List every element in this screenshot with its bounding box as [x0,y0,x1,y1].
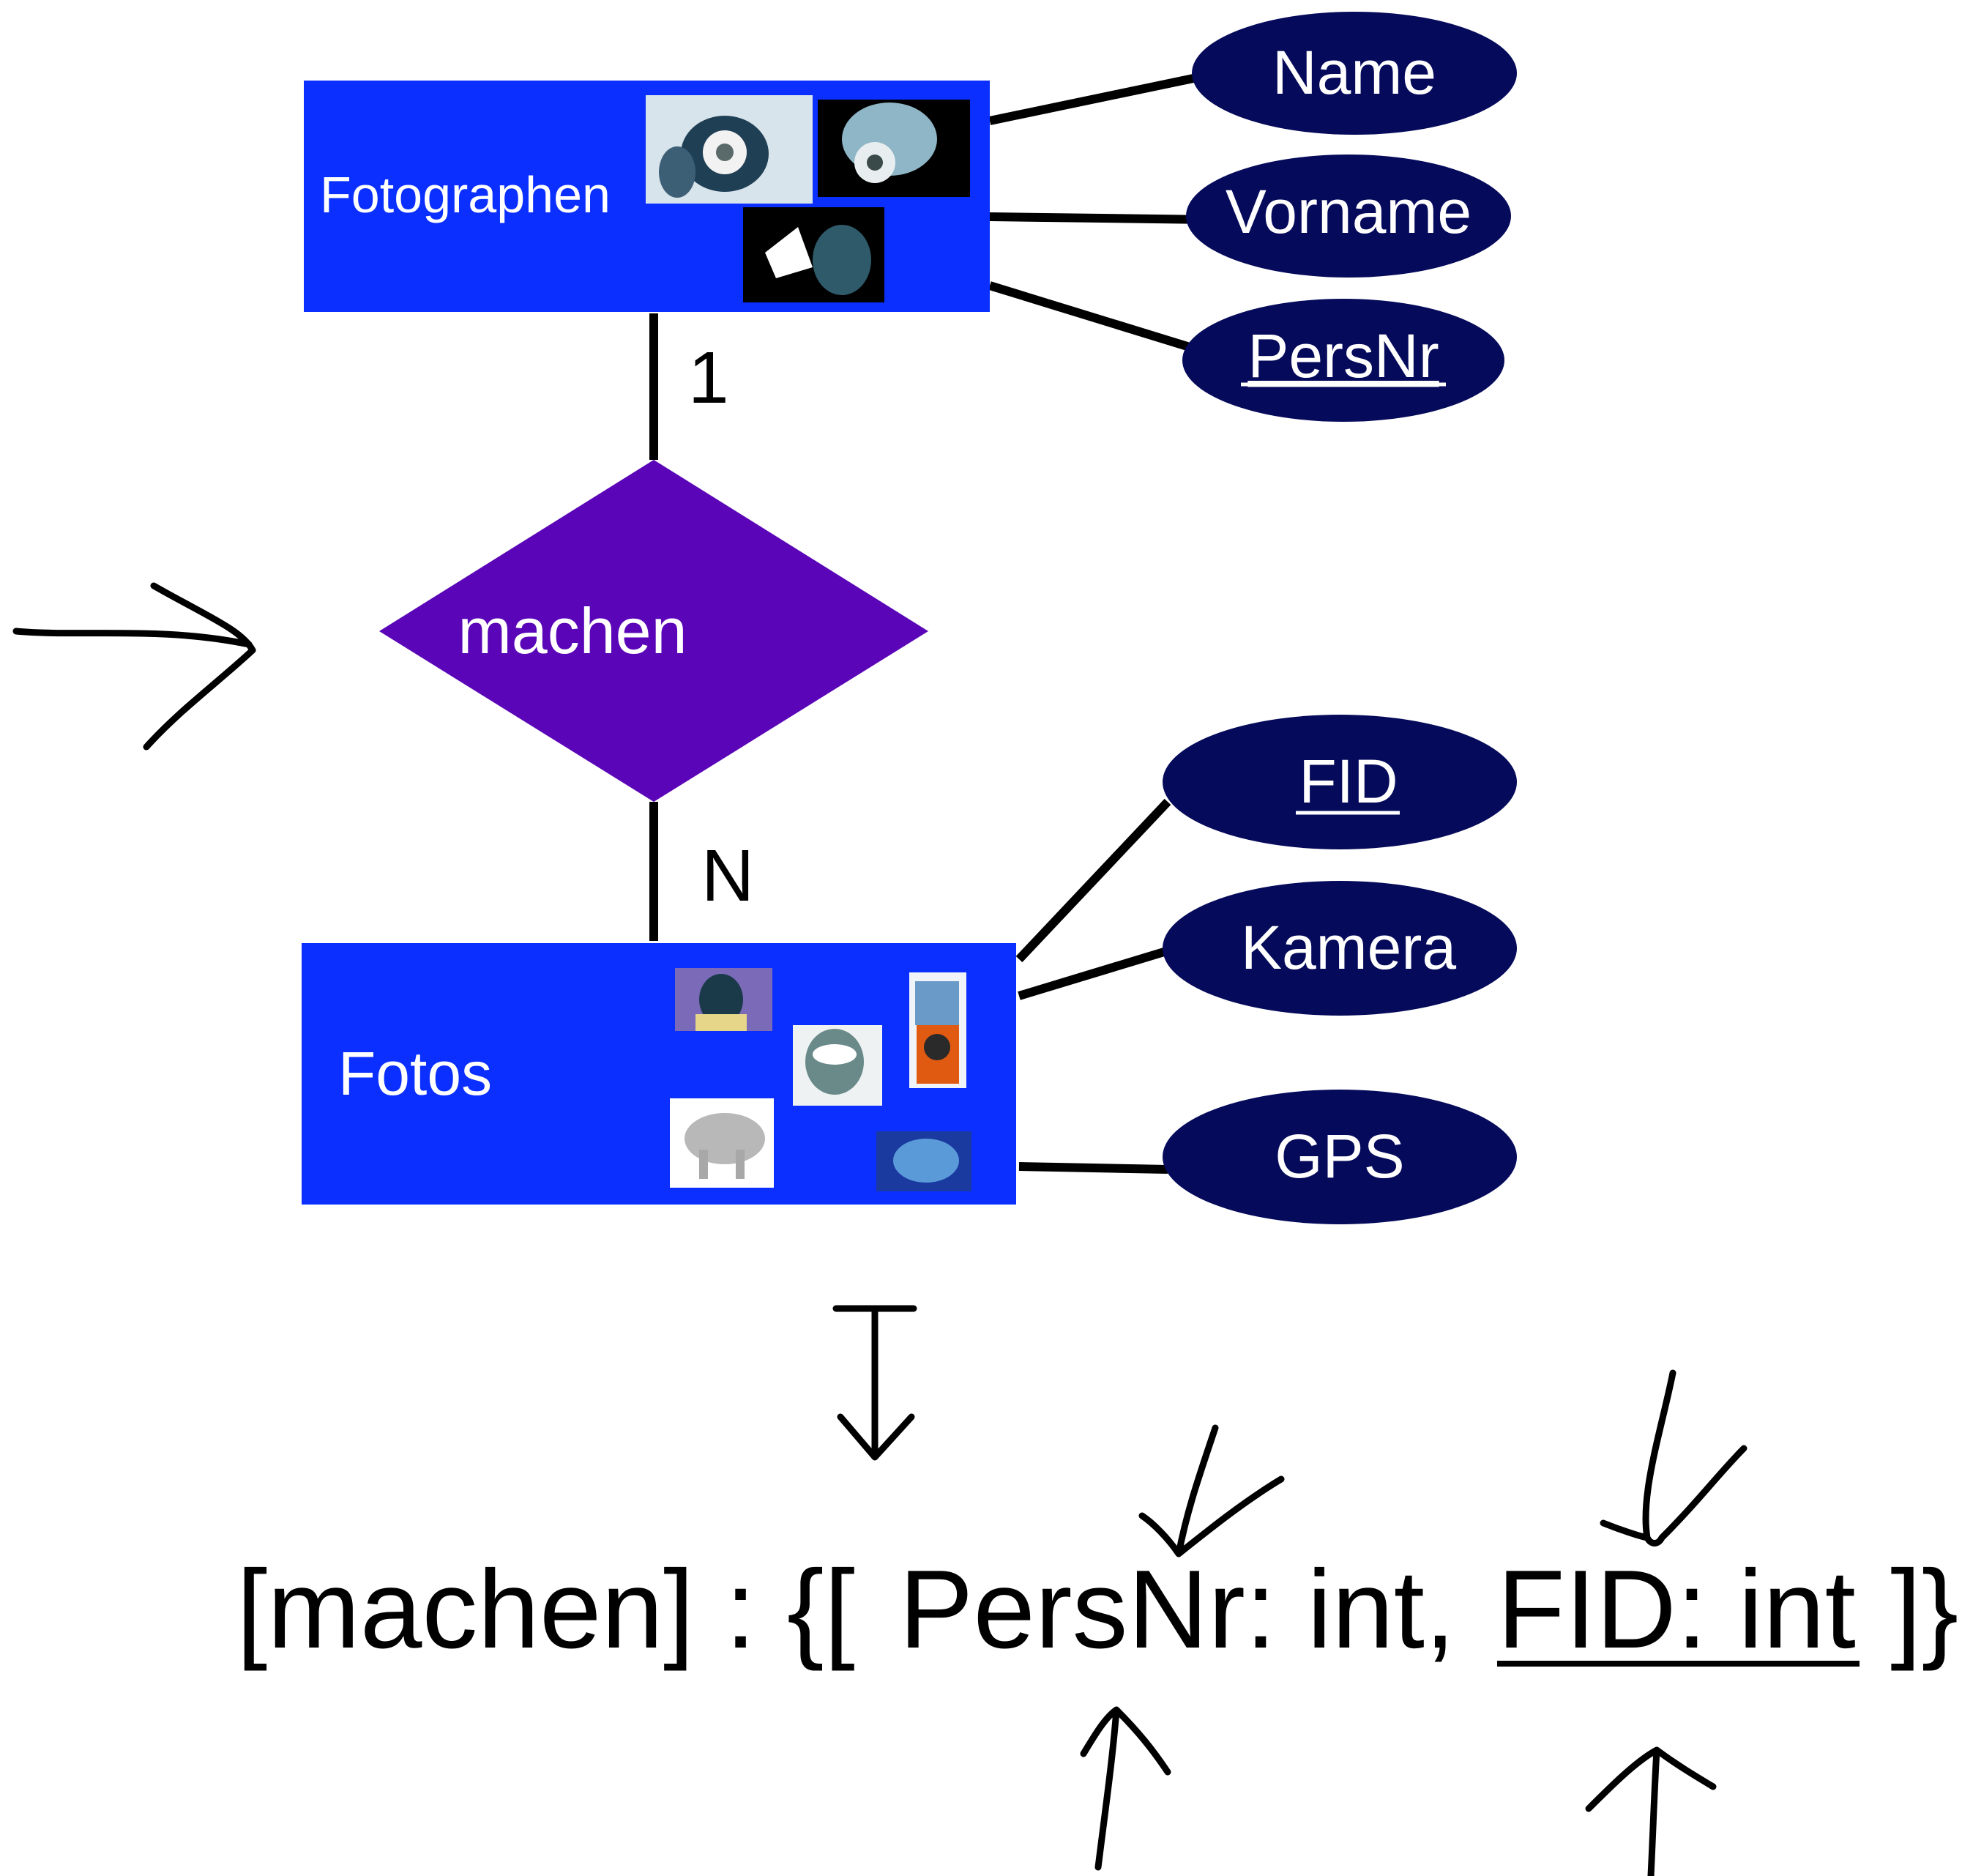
cardinality-many: N [701,835,754,917]
cardinality-one: 1 [688,337,729,419]
attribute-kamera: Kamera [1163,881,1517,1016]
edge-photos-gps [1018,1162,1168,1174]
attribute-persnr: PersNr [1182,299,1504,422]
relationship-machen: machen [379,460,928,802]
edge-photographers-persnr [988,281,1191,351]
photographer-thumbnail [646,95,813,204]
relationship-label: machen [458,595,687,667]
attribute-persnr-label: PersNr [1247,321,1439,390]
photo-thumbnail [675,968,772,1031]
attribute-vorname: Vorname [1186,155,1511,278]
edge-photos-kamera [1018,948,1165,1000]
connector-lines [649,74,1213,1174]
attribute-fid: FID [1163,715,1517,849]
entity-photos-label: Fotos [338,1039,492,1108]
schema-field-fid: FID: int [1497,1547,1856,1672]
edge-photographers-name [988,74,1195,125]
maps-to-arrow-icon [832,1305,917,1461]
entity-photographers-label: Fotographen [320,166,611,223]
attribute-vorname-label: Vorname [1226,177,1472,246]
check-mark-icon [1138,1424,1285,1557]
attribute-fid-label: FID [1299,747,1398,816]
attribute-name: Name [1192,12,1517,135]
edge-photos-fid [1015,798,1171,963]
attribute-gps-label: GPS [1275,1122,1404,1191]
photographer-thumbnail [743,207,884,302]
attribute-kamera-label: Kamera [1241,913,1456,982]
relationship-diamond [379,460,928,802]
photo-thumbnail [876,1131,971,1191]
entity-photos: Fotos [302,943,1016,1205]
photo-thumbnail [670,1098,774,1188]
edge-photographers-vorname [989,212,1213,224]
check-mark-icon [1600,1369,1747,1546]
photographer-thumbnail [818,100,970,197]
attribute-name-label: Name [1272,38,1436,107]
schema-suffix: ]} [1860,1547,1958,1672]
photo-thumbnail [793,1025,882,1106]
up-arrow-icon [1585,1746,1717,1876]
relational-schema: [machen] : {[ PersNr: int, FID: int ]} [236,1547,1958,1672]
up-arrow-icon [1080,1706,1171,1871]
pointer-arrow-icon [12,582,256,751]
schema-field-persnr: PersNr: int, [899,1547,1455,1672]
photo-thumbnail [909,972,966,1088]
entity-photographers: Fotographen [304,81,990,312]
attribute-gps: GPS [1163,1090,1517,1224]
schema-prefix: [machen] : {[ [236,1547,886,1672]
